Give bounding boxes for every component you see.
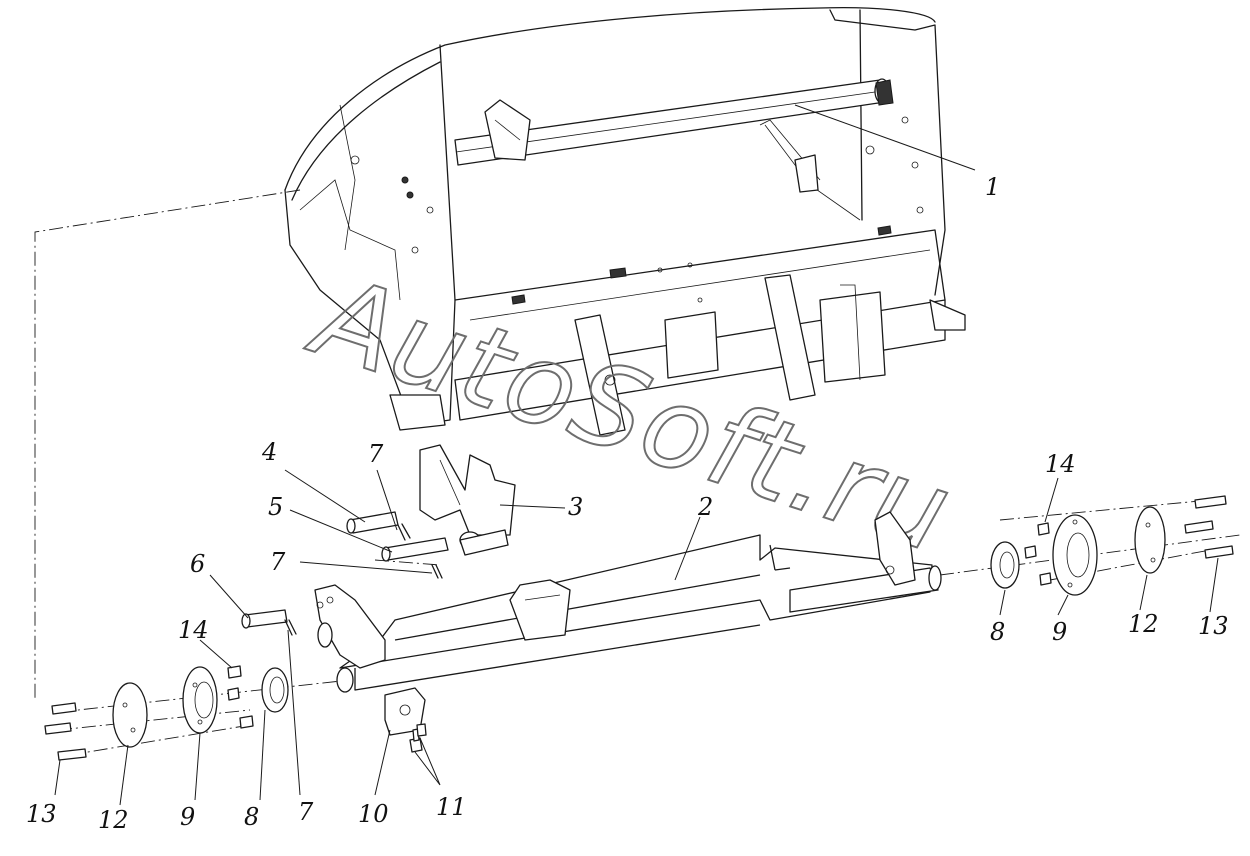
callout-7-middle: 7 [270, 548, 286, 576]
callout-1: 1 [985, 173, 1000, 201]
callout-10: 10 [358, 800, 389, 828]
callout-9-left: 9 [180, 803, 195, 831]
right-end-assembly [990, 495, 1234, 596]
callout-8-right: 8 [990, 618, 1005, 646]
callout-4: 4 [261, 438, 277, 466]
callout-9-right: 9 [1052, 618, 1067, 646]
left-end-assembly [44, 665, 289, 761]
main-beam [314, 511, 942, 693]
frame-holes [350, 116, 924, 386]
leader-lines [54, 104, 1219, 806]
assembly-axes [34, 189, 1241, 756]
callout-7-lower: 7 [298, 798, 314, 826]
callout-2: 2 [697, 493, 713, 521]
callout-11: 11 [436, 793, 467, 821]
callout-14-left: 14 [178, 616, 209, 644]
pins [241, 511, 449, 636]
callout-7-upper: 7 [368, 440, 384, 468]
callout-5: 5 [268, 493, 283, 521]
bracket-part-3 [419, 444, 516, 556]
callout-labels: 1 2 3 4 5 6 7 7 7 8 8 9 9 10 11 12 12 13… [26, 173, 1229, 834]
callout-13-right: 13 [1198, 612, 1229, 640]
callout-12-right: 12 [1128, 610, 1159, 638]
callout-8-left: 8 [244, 803, 259, 831]
frame-housing [284, 6, 966, 436]
callout-13-left: 13 [26, 800, 57, 828]
callout-14-right: 14 [1045, 450, 1076, 478]
callout-6: 6 [190, 550, 205, 578]
callout-3: 3 [568, 493, 583, 521]
block-and-bolts [384, 687, 427, 753]
callout-12-left: 12 [98, 806, 129, 834]
